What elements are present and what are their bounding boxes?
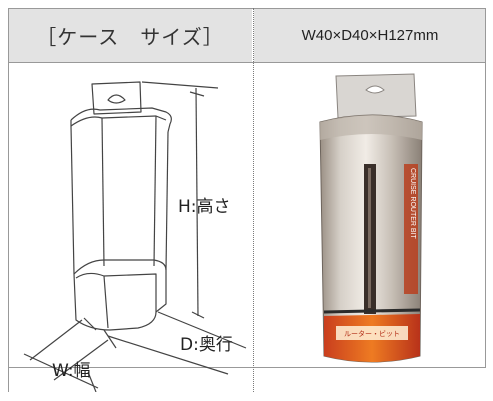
table-top-border (8, 8, 486, 9)
case-size-title: ［ケース サイズ］ (36, 24, 224, 49)
photo-side-text: CRUISE ROUTER BIT (409, 168, 416, 240)
product-photo: CRUISE ROUTER BIT ルーター・ビット (319, 73, 423, 363)
product-size-table: ［ケース サイズ］ W40×D40×H127mm (8, 8, 486, 392)
header-divider (8, 62, 486, 63)
width-label: W:幅 (52, 361, 91, 381)
case-size-header: ［ケース サイズ］ (8, 8, 252, 62)
table-left-border (8, 8, 9, 392)
column-divider (253, 8, 254, 392)
height-label: H:高さ (178, 197, 231, 217)
case-line-drawing (23, 81, 247, 392)
table-bottom-border (8, 367, 486, 368)
dimensions-text: W40×D40×H127mm (301, 26, 439, 44)
photo-band-text: ルーター・ビット (344, 329, 400, 338)
dimensions-header: W40×D40×H127mm (254, 8, 486, 62)
table-right-border (485, 8, 486, 368)
depth-label: D:奥行 (180, 335, 233, 355)
